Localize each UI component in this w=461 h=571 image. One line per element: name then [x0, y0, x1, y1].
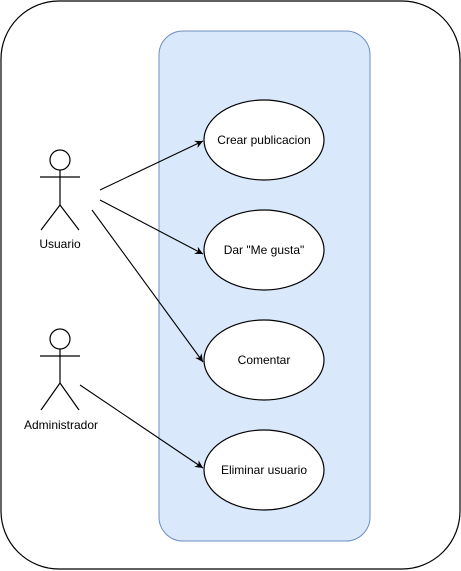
use-case-label: Dar "Me gusta" — [224, 243, 305, 257]
stick-figure-icon — [40, 328, 80, 411]
use-case-label: Comentar — [238, 353, 291, 367]
use-case-label: Crear publicacion — [217, 133, 310, 147]
use-case-label: Eliminar usuario — [221, 463, 307, 477]
association-usuario-comentar — [91, 209, 204, 363]
use-case-ellipse — [203, 319, 325, 401]
stick-figure-icon — [40, 149, 80, 231]
use-case-crear-publicacion[interactable]: Crear publicacion — [203, 99, 325, 181]
system-boundary-border — [158, 30, 371, 542]
use-case-ellipse — [203, 429, 325, 511]
associations — [79, 140, 204, 469]
actor-administrador[interactable]: Administrador — [24, 328, 98, 432]
use-case-ellipse — [203, 99, 325, 181]
use-case-ellipse — [203, 209, 325, 291]
use-case-eliminar-usuario[interactable]: Eliminar usuario — [203, 429, 325, 511]
use-case-dar-me-gusta[interactable]: Dar "Me gusta" — [203, 209, 325, 291]
actor-label: Administrador — [24, 418, 98, 432]
actor-label: Usuario — [39, 237, 81, 251]
association-usuario-crear — [99, 140, 204, 191]
association-usuario-megusta — [99, 199, 204, 255]
association-administrador-eliminar — [79, 384, 204, 469]
use-case-comentar[interactable]: Comentar — [203, 319, 325, 401]
actor-usuario[interactable]: Usuario — [39, 149, 81, 251]
